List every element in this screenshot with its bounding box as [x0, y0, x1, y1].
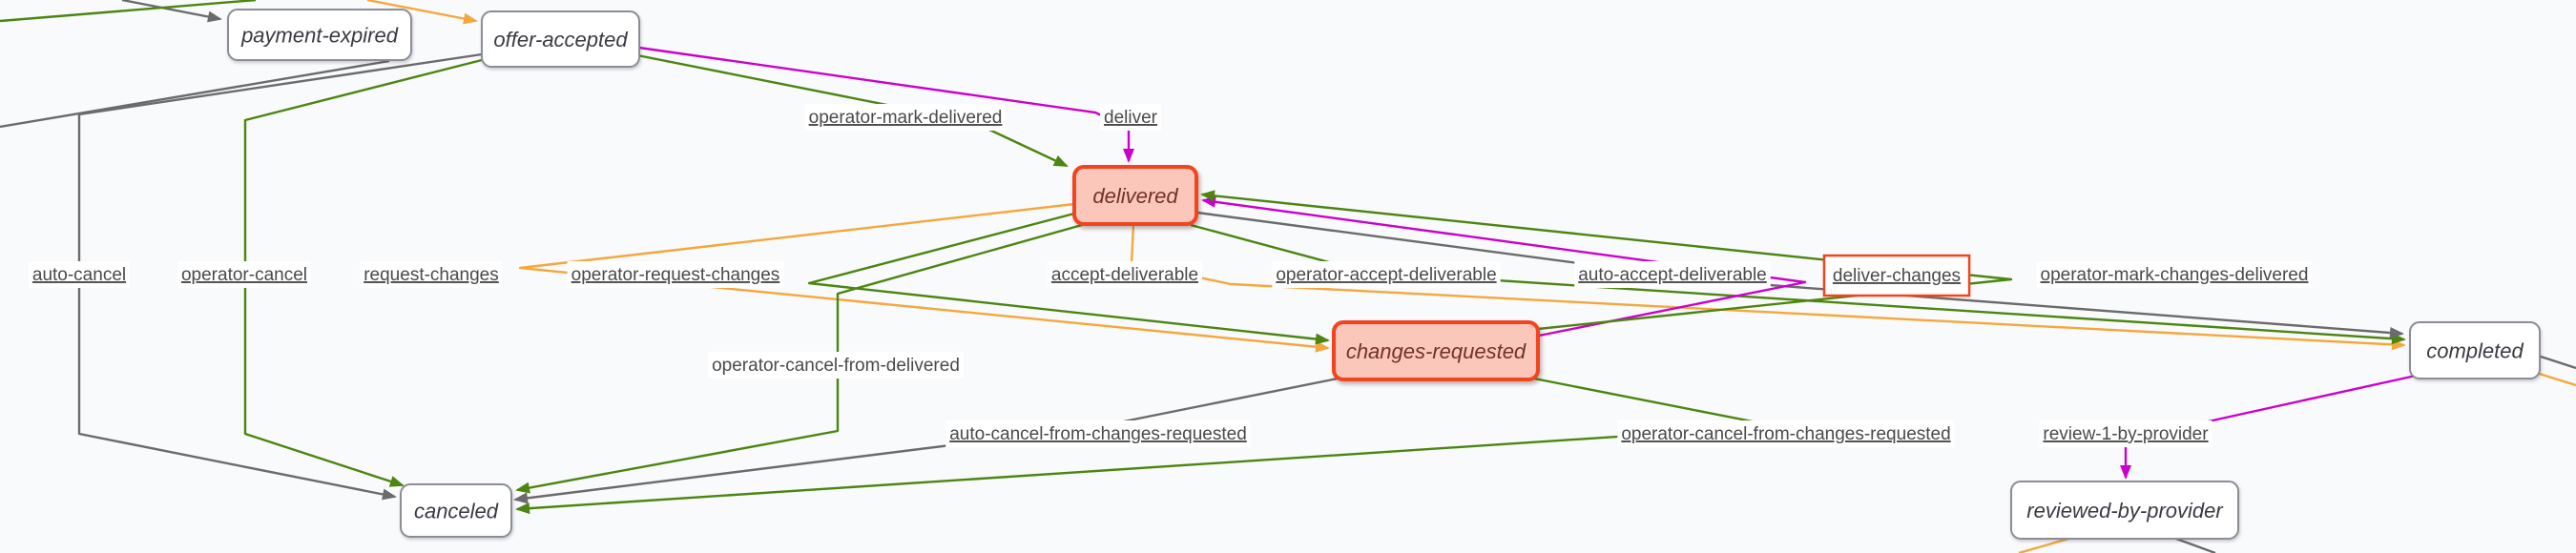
transition-label-operator-request-changes[interactable]: operator-request-changes [567, 261, 784, 288]
label-background [804, 104, 1007, 131]
state-node-reviewed-by-provider[interactable]: reviewed-by-provider [2010, 481, 2239, 540]
transition-label-text[interactable]: request-changes [364, 265, 499, 285]
state-label: completed [2426, 338, 2524, 362]
transition-label-text[interactable]: operator-mark-delivered [809, 108, 1003, 128]
transition-label-operator-mark-delivered[interactable]: operator-mark-delivered [804, 104, 1007, 131]
transition-label-deliver[interactable]: deliver [1100, 104, 1161, 131]
transition-label-operator-cancel[interactable]: operator-cancel [177, 261, 312, 288]
transition-label-auto-cancel[interactable]: auto-cancel [28, 261, 131, 288]
transition-edge-cut-edge-top-left [0, 0, 257, 23]
transition-label-text[interactable]: review-1-by-provider [2043, 424, 2209, 444]
transition-edge-to-offer-accepted [366, 0, 478, 25]
state-node-delivered[interactable]: delivered [1072, 165, 1198, 226]
transition-label-operator-mark-changes-delivered[interactable]: operator-mark-changes-delivered [2036, 261, 2313, 288]
transition-edge-deliver-changes [1201, 195, 1807, 338]
transition-label-operator-accept-deliverable[interactable]: operator-accept-deliverable [1272, 261, 1501, 288]
transition-label-review-1-by-provider[interactable]: review-1-by-provider [2039, 420, 2212, 447]
label-background [945, 420, 1251, 447]
state-box[interactable] [400, 483, 512, 538]
transition-label-text[interactable]: deliver [1104, 108, 1158, 128]
state-node-canceled[interactable]: canceled [400, 483, 512, 538]
label-background [28, 261, 131, 288]
transition-label-auto-accept-deliverable[interactable]: auto-accept-deliverable [1574, 261, 1771, 288]
state-label: reviewed-by-provider [2026, 499, 2224, 522]
state-node-offer-accepted[interactable]: offer-accepted [481, 10, 640, 68]
label-background [708, 352, 964, 379]
transition-edge-operator-request-changes [807, 212, 1330, 345]
transition-label-auto-cancel-from-changes-requested[interactable]: auto-cancel-from-changes-requested [945, 420, 1251, 447]
label-background [177, 261, 312, 288]
label-background [360, 261, 503, 288]
transition-label-text[interactable]: operator-cancel-from-changes-requested [1621, 424, 1950, 444]
transition-label-deliver-changes[interactable]: deliver-changes [1822, 254, 1971, 297]
transition-labels: operator-mark-delivered deliver auto-cance… [28, 104, 2313, 447]
transition-edge-reviewed-cut-bottom-left [2018, 536, 2073, 553]
transition-label-text[interactable]: operator-request-changes [571, 265, 780, 285]
state-label: changes-requested [1346, 339, 1527, 363]
state-node-changes-requested[interactable]: changes-requested [1332, 320, 1540, 381]
transition-label-text[interactable]: operator-cancel-from-delivered [712, 356, 960, 376]
state-node-completed[interactable]: completed [2409, 321, 2541, 379]
label-background [2036, 261, 2313, 288]
transition-edge-to-payment-expired [121, 0, 222, 23]
transition-label-text[interactable]: operator-accept-deliverable [1276, 265, 1496, 285]
transition-label-text[interactable]: accept-deliverable [1051, 265, 1198, 285]
transition-edge-operator-mark-changes-delivered [1200, 190, 2013, 331]
state-box-highlighted[interactable] [1332, 320, 1540, 381]
state-box[interactable] [481, 10, 640, 68]
transition-label-request-changes[interactable]: request-changes [360, 261, 503, 288]
transition-label-text[interactable]: auto-cancel-from-changes-requested [949, 424, 1247, 444]
state-box[interactable] [227, 9, 412, 61]
transition-label-text[interactable]: operator-mark-changes-delivered [2041, 265, 2309, 285]
label-background [1617, 420, 1955, 447]
state-label: canceled [414, 499, 499, 522]
transition-edge-completed-cut-right [2537, 354, 2576, 370]
transition-edge-request-changes [518, 202, 1330, 353]
state-box[interactable] [2010, 481, 2239, 540]
label-background [1047, 261, 1203, 288]
label-background [1272, 261, 1501, 288]
state-label: delivered [1092, 184, 1178, 208]
label-background [567, 261, 784, 288]
state-node-payment-expired[interactable]: payment-expired [227, 9, 412, 61]
transition-edge-reviewed-cut-bottom-right [2172, 536, 2216, 553]
transition-edge-completed-cut-bottom-right [2532, 370, 2576, 387]
transition-label-operator-cancel-from-delivered[interactable]: operator-cancel-from-delivered [708, 352, 964, 379]
state-label: payment-expired [240, 23, 399, 47]
label-background [2039, 420, 2212, 447]
transition-label-text[interactable]: deliver-changes [1833, 266, 1961, 286]
transition-label-operator-cancel-from-changes-requested[interactable]: operator-cancel-from-changes-requested [1617, 420, 1955, 447]
state-box[interactable] [2409, 321, 2541, 379]
state-nodes: payment-expired offer-accepted delivered ch… [227, 9, 2541, 540]
state-box-highlighted[interactable] [1072, 165, 1198, 226]
selected-transition-box [1822, 254, 1971, 297]
transition-label-text[interactable]: auto-accept-deliverable [1578, 265, 1767, 285]
transition-label-text[interactable]: auto-cancel [32, 265, 126, 285]
state-label: offer-accepted [493, 28, 628, 51]
transition-label-text[interactable]: operator-cancel [181, 265, 307, 285]
transition-label-accept-deliverable[interactable]: accept-deliverable [1047, 261, 1203, 288]
label-background [1100, 104, 1161, 131]
label-background [1574, 261, 1771, 288]
transition-edge-payment-expired-cut-left [0, 59, 390, 129]
